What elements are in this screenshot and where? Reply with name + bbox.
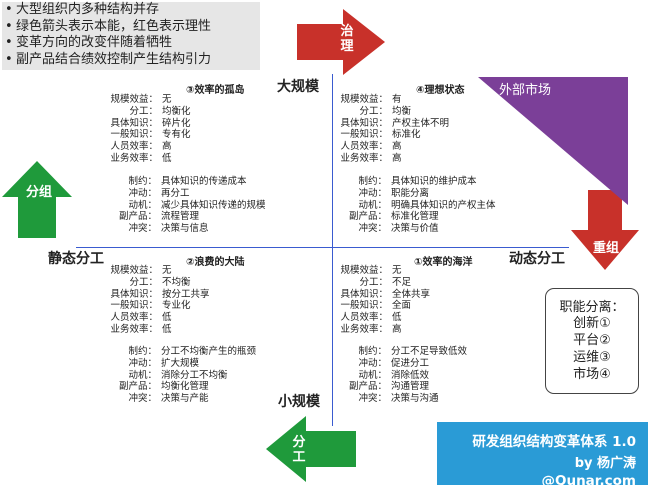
quadrant-title-q2: ②浪费的大陆 xyxy=(186,257,245,268)
quadrant-q2-dynamics: 制约：分工不均衡产生的瓶颈 冲动：扩大规模 动机：消除分工不均衡 副产品：均衡化… xyxy=(118,346,257,405)
triangle-label: 外部市场 xyxy=(499,83,552,98)
axis-label-right: 动态分工 xyxy=(509,251,565,267)
note-item: 大型组织内多种结构并存 xyxy=(2,2,260,19)
arrow-label-bottom: 分 工 xyxy=(292,435,306,465)
external-market-triangle xyxy=(478,77,628,205)
horizontal-axis xyxy=(76,247,569,248)
brand-box: 研发组织结构变革体系 1.0 by 杨广涛 @Qunar.com xyxy=(437,422,648,489)
brand-author: by 杨广涛 xyxy=(574,456,636,471)
green-arrow-left-icon xyxy=(266,416,356,482)
arrow-label-right: 重组 xyxy=(592,241,619,256)
axis-label-bottom: 小规模 xyxy=(278,394,320,410)
role-item: 平台② xyxy=(573,333,611,348)
quadrant-q4-metrics: 规模效益：有 分工：均衡 具体知识：产权主体不明 一般知识：标准化 人员效率：高… xyxy=(340,94,450,164)
green-arrow-up-icon xyxy=(2,161,72,238)
axis-label-top: 大规模 xyxy=(277,79,319,95)
quadrant-title-q3: ③效率的孤岛 xyxy=(186,85,245,96)
role-item: 市场④ xyxy=(573,367,611,382)
quadrant-q4-dynamics: 制约：具体知识的维护成本 冲动：职能分离 动机：明确具体知识的产权主体 副产品：… xyxy=(348,176,496,235)
arrow-label-top: 治 理 xyxy=(340,24,354,54)
note-item: 变革方向的改变伴随着牺牲 xyxy=(2,35,260,52)
quadrant-q2-metrics: 规模效益：无 分工：不均衡 具体知识：按分工共享 一般知识：专业化 人员效率：低… xyxy=(110,265,210,335)
quadrant-q1-metrics: 规模效益：无 分工：不足 具体知识：全体共享 一般知识：全面 人员效率：低 业务… xyxy=(340,265,431,335)
axis-label-left: 静态分工 xyxy=(48,251,104,267)
red-arrow-right-icon xyxy=(297,9,385,75)
quadrant-q1-dynamics: 制约：分工不足导致低效 冲动：促进分工 动机：消除低效 副产品：沟通管理 冲突：… xyxy=(348,346,468,405)
role-item: 创新① xyxy=(573,316,611,331)
quadrant-q3-dynamics: 制约：具体知识的传递成本 冲动：再分工 动机：减少具体知识传递的规模 副产品：流… xyxy=(118,176,266,235)
quadrant-title-q1: ①效率的海洋 xyxy=(414,257,473,268)
quadrant-title-q4: ④理想状态 xyxy=(416,85,465,96)
quadrant-q3-metrics: 规模效益：无 分工：均衡化 具体知识：碎片化 一般知识：专有化 人员效率：高 业… xyxy=(110,94,191,164)
brand-site: @Qunar.com xyxy=(541,473,636,489)
vertical-axis xyxy=(332,74,333,426)
role-item: 运维③ xyxy=(573,350,611,365)
red-arrow-down-icon xyxy=(571,190,639,270)
brand-title: 研发组织结构变革体系 1.0 xyxy=(472,434,636,450)
role-separation-box: 职能分离： 创新① 平台② 运维③ 市场④ xyxy=(545,288,639,394)
note-item: 副产品结合绩效控制产生结构引力 xyxy=(2,52,260,69)
arrow-label-left: 分组 xyxy=(25,185,52,200)
notes-panel: 大型组织内多种结构并存 绿色箭头表示本能，红色表示理性 变革方向的改变伴随着牺牲… xyxy=(2,2,260,70)
note-item: 绿色箭头表示本能，红色表示理性 xyxy=(2,19,260,36)
role-separation-title: 职能分离： xyxy=(559,300,625,315)
